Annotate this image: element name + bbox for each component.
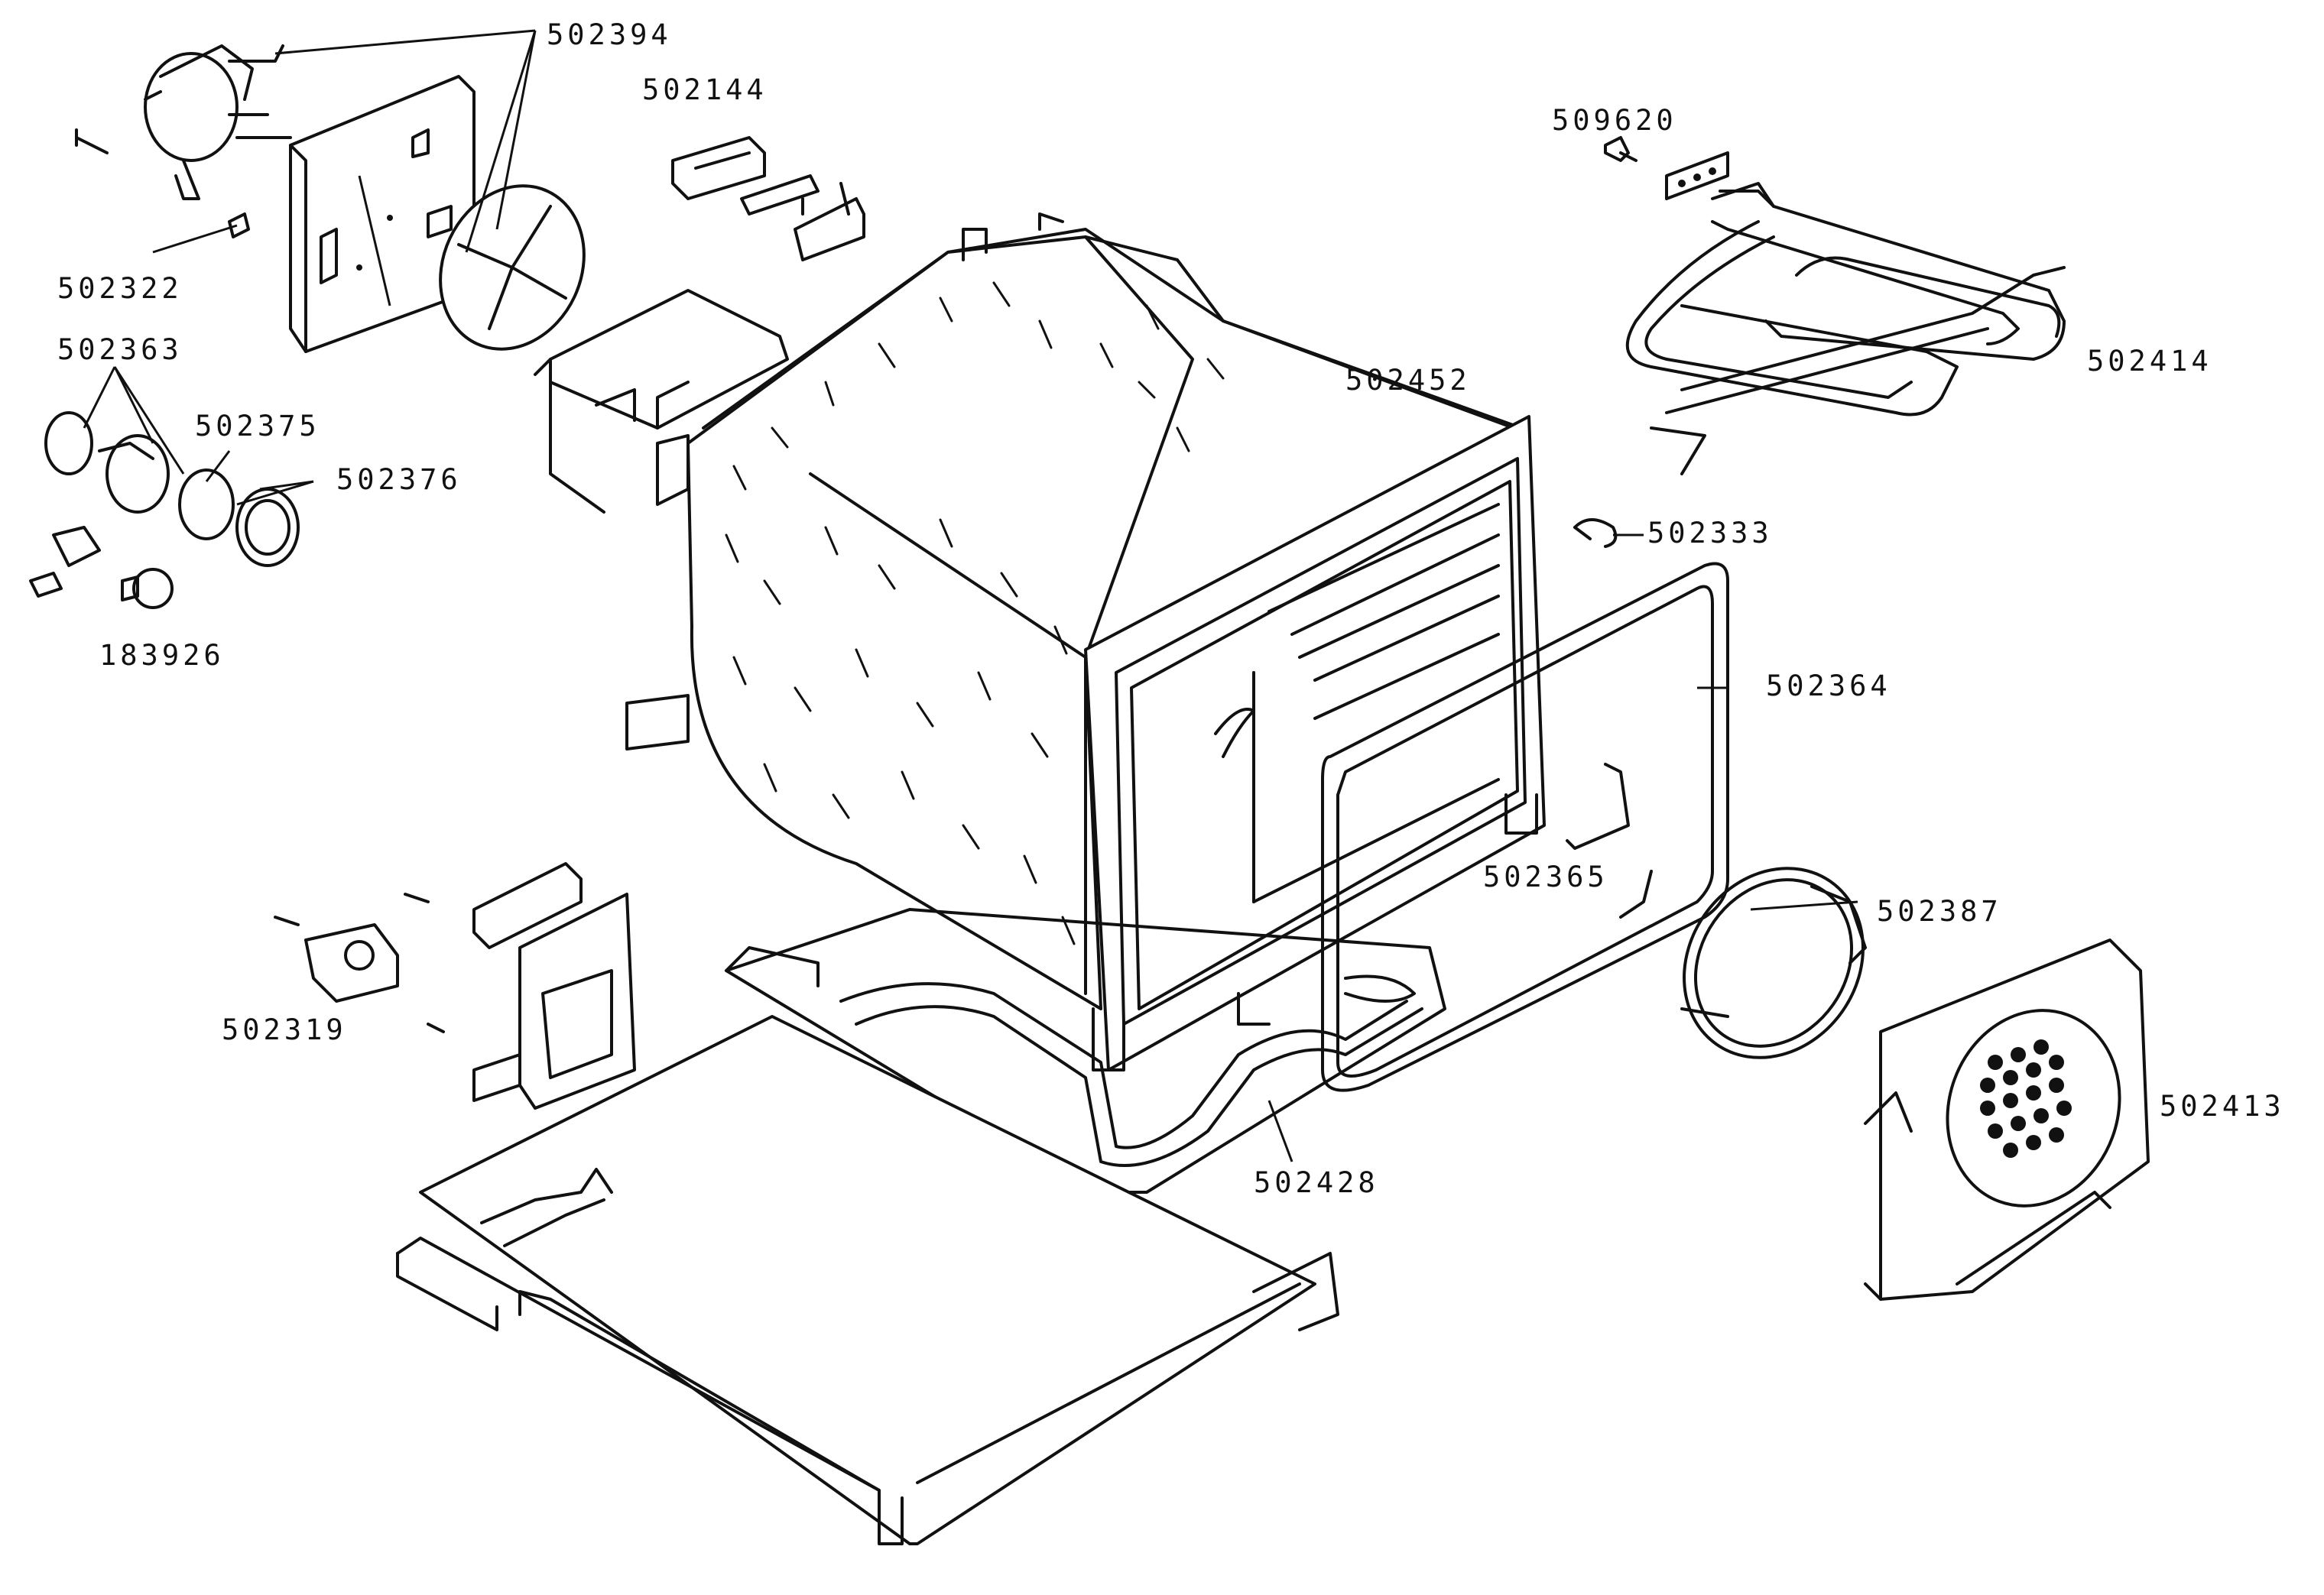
fan-cover-vent-holes: [1980, 1039, 2072, 1158]
lamp-bulb-183926: [29, 526, 174, 609]
label-502364: 502364: [1766, 669, 1891, 702]
leader-lines: [83, 29, 1858, 1162]
label-502413: 502413: [2160, 1090, 2285, 1123]
label-502365: 502365: [1483, 861, 1608, 893]
clip-502333: [1573, 518, 1618, 548]
control-block-502319: [274, 893, 445, 1033]
oven-cavity-502452: [625, 212, 1546, 1071]
bottom-panel: [396, 1015, 1339, 1545]
label-502333: 502333: [1647, 517, 1773, 549]
terminal-block: [472, 862, 636, 1110]
label-502375: 502375: [195, 410, 320, 443]
label-183926: 183926: [99, 639, 225, 672]
insulation-texture: [725, 281, 1225, 945]
fan-element-502387: [1680, 867, 1867, 1059]
label-502363: 502363: [57, 333, 183, 366]
door-seal-502364: [1321, 562, 1729, 1092]
fan-motor-assembly-502394: [75, 44, 586, 353]
label-502414: 502414: [2087, 345, 2212, 378]
label-502144: 502144: [642, 73, 768, 106]
bracket-502322: [228, 212, 250, 238]
label-502376: 502376: [336, 463, 462, 496]
mounting-bracket: [534, 289, 789, 514]
label-502428: 502428: [1254, 1166, 1379, 1199]
label-502394: 502394: [547, 18, 672, 51]
label-509620: 509620: [1552, 104, 1677, 137]
lamp-assembly-502363-502375-502376: [44, 411, 300, 567]
clip-509620: [1604, 136, 1638, 162]
label-502319: 502319: [222, 1013, 347, 1046]
label-502452: 502452: [1345, 364, 1471, 397]
thermostat-bracket-502144: [671, 136, 865, 261]
grill-element-502414: [1625, 151, 2066, 475]
door-hinge-502365: [1566, 763, 1653, 919]
label-502387: 502387: [1877, 895, 2002, 928]
fan-cover-502413: [1864, 939, 2150, 1301]
label-502322: 502322: [57, 272, 183, 305]
